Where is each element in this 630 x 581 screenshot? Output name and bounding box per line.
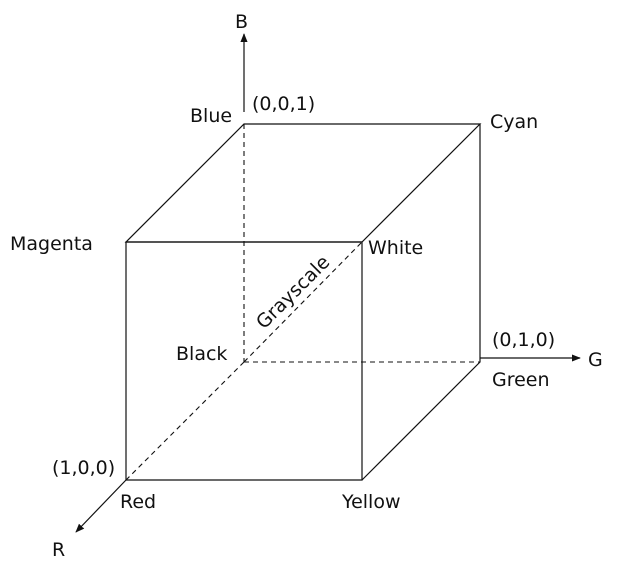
r-axis-arrow <box>75 479 127 533</box>
vertex-label-red: Red <box>120 491 156 513</box>
vertex-label-blue: Blue <box>190 105 232 127</box>
grayscale-label: Grayscale <box>252 251 334 333</box>
coord-label-red: (1,0,0) <box>52 457 115 479</box>
vertex-label-black: Black <box>176 343 227 365</box>
hidden-edge-black-red <box>125 361 245 481</box>
cube-right-face <box>361 124 481 481</box>
g-axis-label: G <box>588 349 603 371</box>
vertex-label-green: Green <box>492 369 550 391</box>
vertex-label-white: White <box>368 237 423 259</box>
grayscale-diagonal <box>243 241 363 363</box>
cube-top-face <box>124 123 482 243</box>
vertex-label-magenta: Magenta <box>10 233 93 255</box>
vertex-label-cyan: Cyan <box>490 111 538 133</box>
coord-label-blue: (0,0,1) <box>252 93 315 115</box>
r-axis-label: R <box>52 539 65 561</box>
vertex-label-yellow: Yellow <box>341 491 401 513</box>
coord-label-green: (0,1,0) <box>492 329 555 351</box>
b-axis-label: B <box>235 11 248 33</box>
